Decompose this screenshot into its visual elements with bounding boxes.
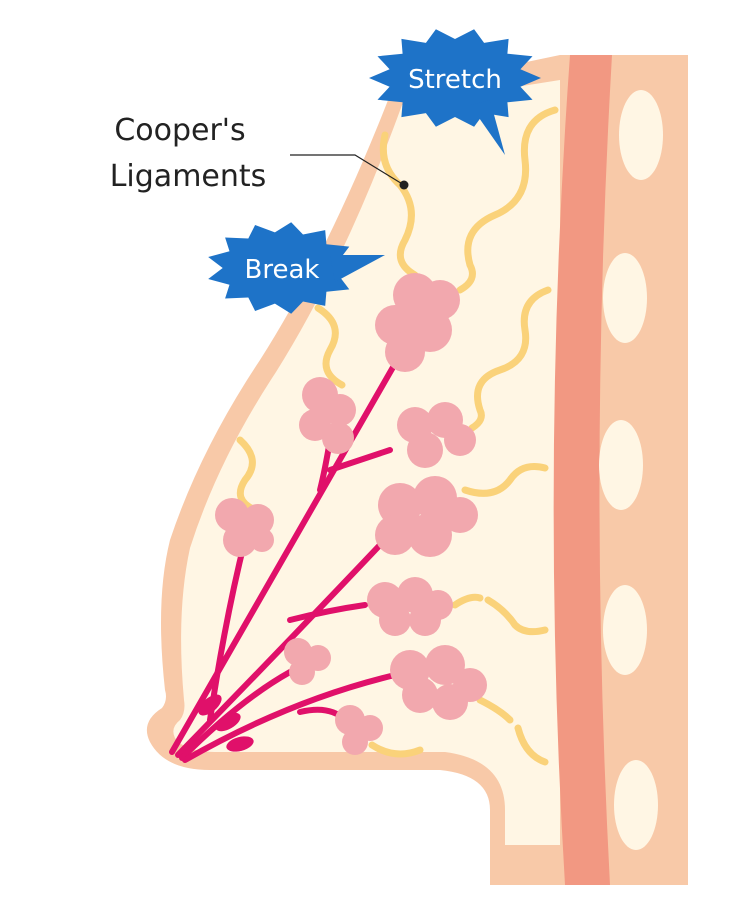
ligament xyxy=(368,741,424,758)
lobule xyxy=(299,377,356,454)
pectoral-muscle xyxy=(553,55,612,885)
ligament xyxy=(461,463,549,497)
label-coopers-line1: Cooper's xyxy=(114,113,245,148)
label-coopers-line2: Ligaments xyxy=(110,159,267,194)
sinus xyxy=(226,736,254,752)
break-badge-icon: Break xyxy=(208,222,385,314)
lobule xyxy=(397,402,476,468)
leader-line xyxy=(290,154,405,186)
stretch-tail xyxy=(470,100,505,155)
lobule xyxy=(284,638,331,685)
lobule xyxy=(375,273,460,372)
ligament-broken xyxy=(451,593,484,609)
lobule xyxy=(375,476,478,557)
lobule xyxy=(390,645,487,720)
ligament xyxy=(379,131,419,279)
rib xyxy=(614,760,658,850)
rib xyxy=(619,90,663,180)
stretch-badge-icon: Stretch xyxy=(369,29,541,155)
ribs xyxy=(599,90,663,850)
ligament xyxy=(476,696,514,724)
duct xyxy=(287,602,368,623)
rib xyxy=(603,253,647,343)
lobules xyxy=(215,273,487,755)
ligament xyxy=(514,724,549,766)
coopers-ligaments xyxy=(236,106,559,766)
duct xyxy=(175,542,383,758)
sinus xyxy=(198,694,222,716)
lactiferous-sinuses xyxy=(198,694,254,752)
stretch-burst xyxy=(369,29,541,127)
label-break: Break xyxy=(245,255,320,285)
rib xyxy=(603,585,647,675)
ligament xyxy=(314,304,346,389)
ligament-broken xyxy=(484,596,549,636)
duct xyxy=(169,352,403,755)
lobule xyxy=(367,577,453,636)
ligament xyxy=(468,286,552,432)
sinus xyxy=(215,712,241,732)
leader-dot xyxy=(399,180,409,190)
break-burst xyxy=(208,222,358,314)
lobule xyxy=(335,705,383,755)
ligament xyxy=(456,106,559,294)
break-tail xyxy=(330,255,385,282)
duct xyxy=(179,669,293,761)
label-stretch: Stretch xyxy=(408,65,502,95)
duct xyxy=(182,672,398,763)
fatty-tissue xyxy=(173,80,561,845)
lobule xyxy=(215,498,274,557)
rib xyxy=(599,420,643,510)
duct xyxy=(327,447,393,473)
ligament xyxy=(236,436,259,514)
